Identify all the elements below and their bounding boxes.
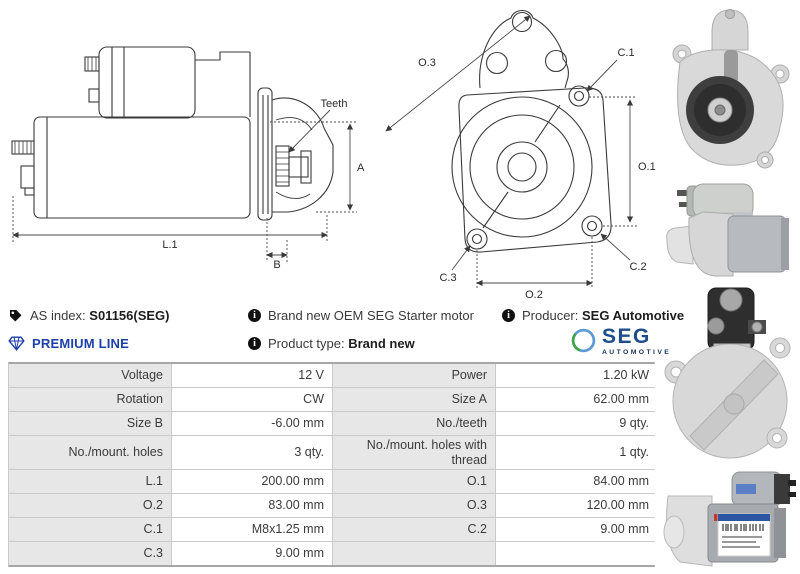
technical-drawings: Teeth A L.1 B xyxy=(0,0,665,302)
dimension-label-c1: C.1 xyxy=(617,47,634,59)
producer: i Producer: SEG Automotive xyxy=(502,308,684,323)
spec-value: 12 V xyxy=(172,364,332,387)
premium-line-label: PREMIUM LINE xyxy=(32,336,130,351)
spec-value: -6.00 mm xyxy=(172,412,332,435)
spec-value: 120.00 mm xyxy=(496,494,657,517)
product-type-value: Brand new xyxy=(348,336,415,351)
spec-label: Size B xyxy=(9,412,171,435)
product-type-text: Product type: Brand new xyxy=(268,336,415,351)
product-photo-rear-view[interactable] xyxy=(660,286,797,469)
spec-label: No./mount. holes xyxy=(9,436,171,469)
dimension-label-o3: O.3 xyxy=(418,57,436,69)
spec-value: 84.00 mm xyxy=(496,470,657,493)
spec-value: 3 qty. xyxy=(172,436,332,469)
spec-label: Power xyxy=(333,364,495,387)
spec-label: No./teeth xyxy=(333,412,495,435)
info-icon[interactable]: i xyxy=(502,309,515,322)
spec-label: L.1 xyxy=(9,470,171,493)
spec-label: C.2 xyxy=(333,518,495,541)
spec-label xyxy=(333,542,495,565)
spec-label: Rotation xyxy=(9,388,171,411)
dimension-label-o2: O.2 xyxy=(525,289,543,301)
dimension-label-a: A xyxy=(357,162,365,174)
product-type: i Product type: Brand new xyxy=(248,336,415,351)
product-photo-side-view-label[interactable] xyxy=(660,466,800,574)
spec-value: CW xyxy=(172,388,332,411)
product-description: i Brand new OEM SEG Starter motor xyxy=(248,308,474,323)
product-description-text: Brand new OEM SEG Starter motor xyxy=(268,308,474,323)
product-photo-side-view[interactable] xyxy=(663,178,796,289)
spec-label: C.1 xyxy=(9,518,171,541)
diamond-icon xyxy=(8,336,25,351)
spec-label: No./mount. holes with thread xyxy=(333,436,495,469)
spec-value: 1 qty. xyxy=(496,436,657,469)
spec-label: C.3 xyxy=(9,542,171,565)
spec-value: 9.00 mm xyxy=(172,542,332,565)
tag-icon xyxy=(10,310,22,322)
spec-value: 1.20 kW xyxy=(496,364,657,387)
spec-value: M8x1.25 mm xyxy=(172,518,332,541)
side-view-drawing xyxy=(11,46,334,221)
spec-value: 62.00 mm xyxy=(496,388,657,411)
spec-label: Size A xyxy=(333,388,495,411)
seg-logo-subtext: AUTOMOTIVE xyxy=(602,348,672,356)
as-index-value: S01156(SEG) xyxy=(89,308,170,323)
front-view-drawing xyxy=(451,9,612,253)
product-photo-front-view[interactable] xyxy=(660,2,797,179)
seg-logo-text: SEG xyxy=(602,325,651,348)
producer-text: Producer: SEG Automotive xyxy=(522,308,685,323)
spec-label: O.2 xyxy=(9,494,171,517)
dimension-label-c3: C.3 xyxy=(439,272,456,284)
info-icon[interactable]: i xyxy=(248,309,261,322)
as-index-text: AS index: S01156(SEG) xyxy=(30,308,170,323)
premium-line-badge: PREMIUM LINE xyxy=(8,336,129,351)
spec-label: Voltage xyxy=(9,364,171,387)
side-view-dimensions xyxy=(12,109,357,262)
spec-label: O.1 xyxy=(333,470,495,493)
seg-automotive-logo: SEG AUTOMOTIVE xyxy=(570,325,672,356)
spec-table: Voltage 12 V Power 1.20 kW Rotation CW S… xyxy=(8,362,657,567)
spec-value: 9 qty. xyxy=(496,412,657,435)
dimension-label-l1: L.1 xyxy=(162,239,177,251)
as-index: AS index: S01156(SEG) xyxy=(8,308,170,323)
producer-value: SEG Automotive xyxy=(582,308,685,323)
front-view-dimensions xyxy=(385,15,637,289)
info-icon[interactable]: i xyxy=(248,337,261,350)
dimension-label-o1: O.1 xyxy=(638,161,656,173)
dimension-label-b: B xyxy=(273,259,280,271)
seg-logo-ring-icon xyxy=(571,328,596,353)
spec-value: 83.00 mm xyxy=(172,494,332,517)
product-photo-column xyxy=(660,0,800,574)
dimension-label-c2: C.2 xyxy=(629,261,646,273)
dimension-label-teeth: Teeth xyxy=(321,98,348,110)
spec-label: O.3 xyxy=(333,494,495,517)
spec-value xyxy=(496,542,657,565)
spec-value: 200.00 mm xyxy=(172,470,332,493)
spec-value: 9.00 mm xyxy=(496,518,657,541)
